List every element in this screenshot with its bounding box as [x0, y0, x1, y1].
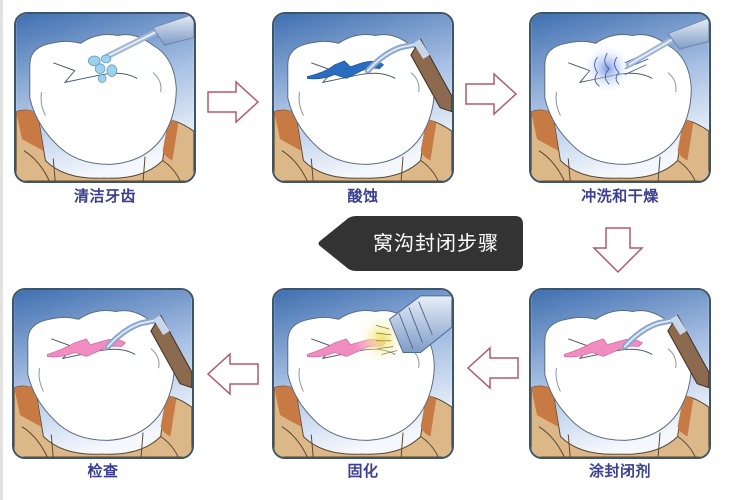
step-label-rinse-dry: 冲洗和干燥 [581, 187, 659, 205]
arrow-right-icon [207, 80, 260, 124]
acid-etch-illustration [274, 14, 452, 181]
acid-gel-icon [307, 60, 384, 80]
air-water-syringe-icon [625, 17, 709, 68]
step-panel-cure [272, 288, 454, 459]
rinse-dry-illustration [531, 14, 709, 181]
step-panel-rinse-dry [529, 12, 711, 183]
curing-light-icon [388, 295, 452, 353]
arrow-down-icon [592, 227, 644, 274]
light-cure-illustration [274, 290, 452, 457]
step-panel-apply-sealant [529, 288, 711, 459]
callout-arrow-shape [318, 216, 523, 271]
diagram-title: 窝沟封闭步骤 [373, 231, 499, 255]
arrow-right-icon [465, 72, 518, 116]
water-droplets-icon [88, 54, 118, 83]
step-label-cure: 固化 [347, 462, 379, 480]
step-label-acid-etch: 酸蚀 [347, 187, 379, 205]
arrow-left-icon [466, 346, 519, 390]
sealant-pink-icon [564, 338, 643, 358]
step-panel-acid-etch [272, 12, 454, 183]
light-rays-icon [375, 324, 398, 355]
apply-sealant-illustration [531, 290, 709, 457]
title-callout: 窝沟封闭步骤 [316, 216, 523, 271]
arrow-left-icon [206, 352, 259, 396]
step-label-inspect: 检查 [87, 462, 119, 480]
spray-glow-icon [581, 43, 633, 95]
step-panel-inspect [12, 288, 194, 459]
sealant-pink-icon [47, 338, 126, 358]
step-label-clean-teeth: 清洁牙齿 [73, 187, 136, 205]
water-syringe-icon [103, 14, 194, 60]
inspect-illustration [14, 290, 192, 457]
left-edge-divider [0, 0, 3, 500]
tooth-cleaning-illustration [16, 14, 194, 181]
step-label-apply-sealant: 涂封闭剂 [588, 462, 651, 480]
spray-lines-icon [594, 52, 649, 87]
step-panel-clean-teeth [14, 12, 196, 183]
